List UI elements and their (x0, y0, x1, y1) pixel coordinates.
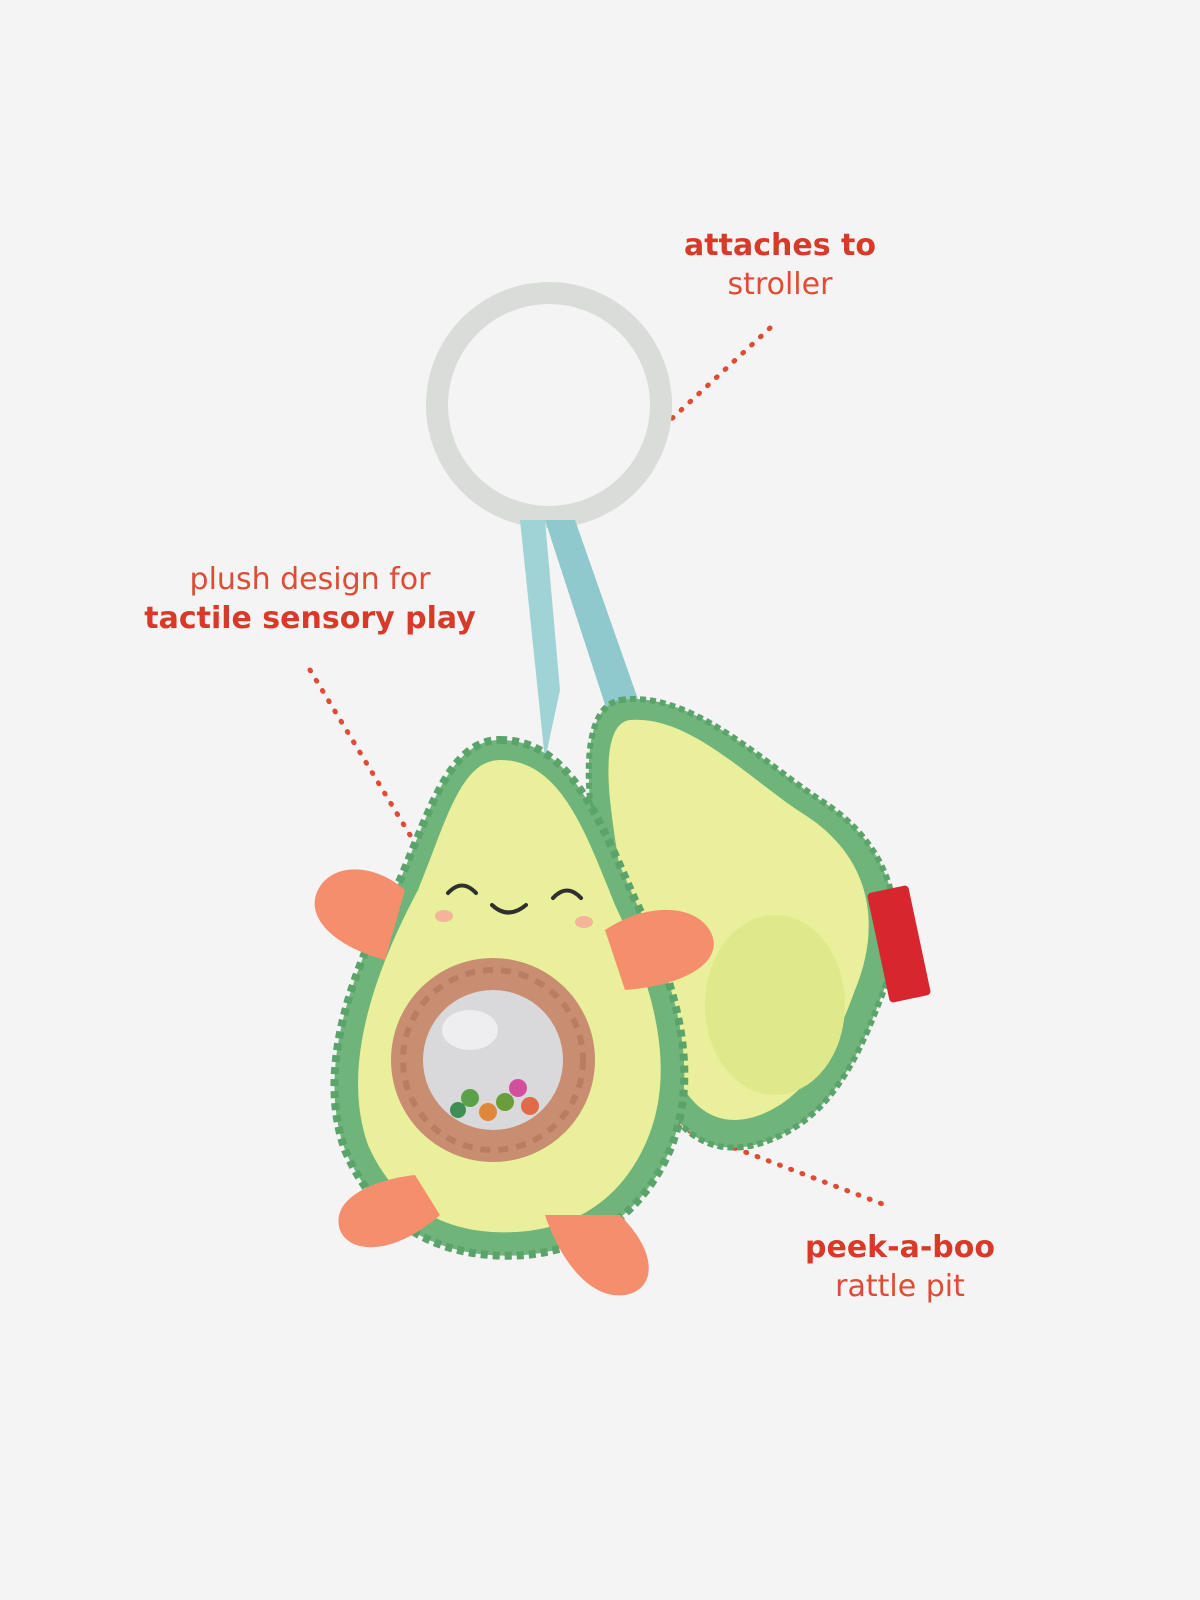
callout-peek-a-boo: peek-a-boo rattle pit (760, 1228, 1040, 1306)
right-foot (545, 1215, 649, 1296)
callout-peek-light: rattle pit (835, 1269, 965, 1304)
pit-hollow (705, 915, 845, 1095)
callout-plush-light: plush design for (189, 562, 431, 597)
callout-attaches-to-stroller: attaches to stroller (640, 226, 920, 304)
ribbon-right (545, 520, 640, 720)
rattle-pit (391, 958, 595, 1162)
left-arm (314, 869, 405, 960)
leader-line-plush (307, 667, 413, 838)
callout-attach-bold: attaches to (684, 228, 876, 263)
left-foot (338, 1175, 440, 1248)
callout-plush-design: plush design for tactile sensory play (100, 560, 520, 638)
callout-peek-bold: peek-a-boo (805, 1230, 995, 1265)
callout-plush-bold: tactile sensory play (144, 601, 476, 636)
callout-attach-light: stroller (727, 267, 833, 302)
face (435, 883, 593, 928)
ribbon-left (520, 520, 560, 760)
stroller-ring (426, 282, 672, 528)
right-arm (605, 909, 714, 990)
brand-tag (867, 885, 931, 1003)
